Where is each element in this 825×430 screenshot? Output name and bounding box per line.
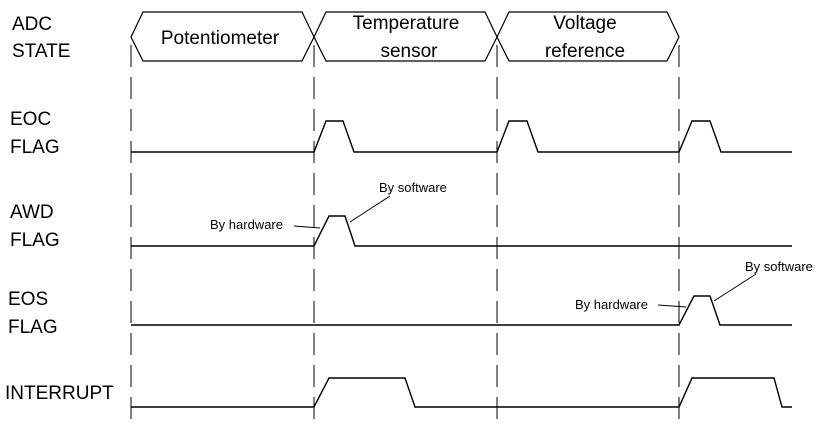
eos-label-line2: FLAG (8, 317, 58, 338)
eos-hardware-leader (657, 304, 687, 308)
state-voltage-text-line2: reference (545, 41, 625, 62)
awd-software-leader (349, 195, 391, 223)
state-potentiometer-text: Potentiometer (161, 28, 280, 49)
awd-label-line1: AWD (10, 202, 54, 223)
interrupt-label: INTERRUPT (5, 383, 114, 404)
eos-by-hardware-note: By hardware (575, 297, 648, 312)
awd-hardware-leader (293, 225, 321, 229)
state-box-voltage-reference (496, 11, 680, 62)
awd-waveform (131, 215, 792, 247)
eoc-label-line1: EOC (10, 109, 51, 130)
interrupt-waveform (131, 377, 792, 408)
state-temperature-text-line2: sensor (380, 41, 438, 62)
state-temperature-text-line1: Temperature (353, 13, 460, 34)
eos-software-leader (713, 273, 757, 302)
state-voltage-text-line1: Voltage (553, 13, 616, 34)
eos-by-software-note: By software (745, 259, 813, 274)
adc-state-label-line1: ADC (12, 14, 52, 35)
time-markers (130, 45, 680, 420)
awd-by-hardware-note: By hardware (210, 217, 283, 232)
eoc-waveform (131, 120, 792, 153)
eos-waveform (131, 295, 792, 326)
adc-state-label-line2: STATE (12, 41, 70, 62)
signal-labels: ADC STATE EOC FLAG AWD FLAG EOS FLAG INT… (5, 14, 114, 404)
adc-state-row: Potentiometer Temperature sensor Voltage… (130, 11, 680, 62)
eoc-label-line2: FLAG (10, 137, 60, 158)
awd-label-line2: FLAG (10, 230, 60, 251)
awd-by-software-note: By software (379, 180, 447, 195)
eos-label-line1: EOS (8, 289, 48, 310)
